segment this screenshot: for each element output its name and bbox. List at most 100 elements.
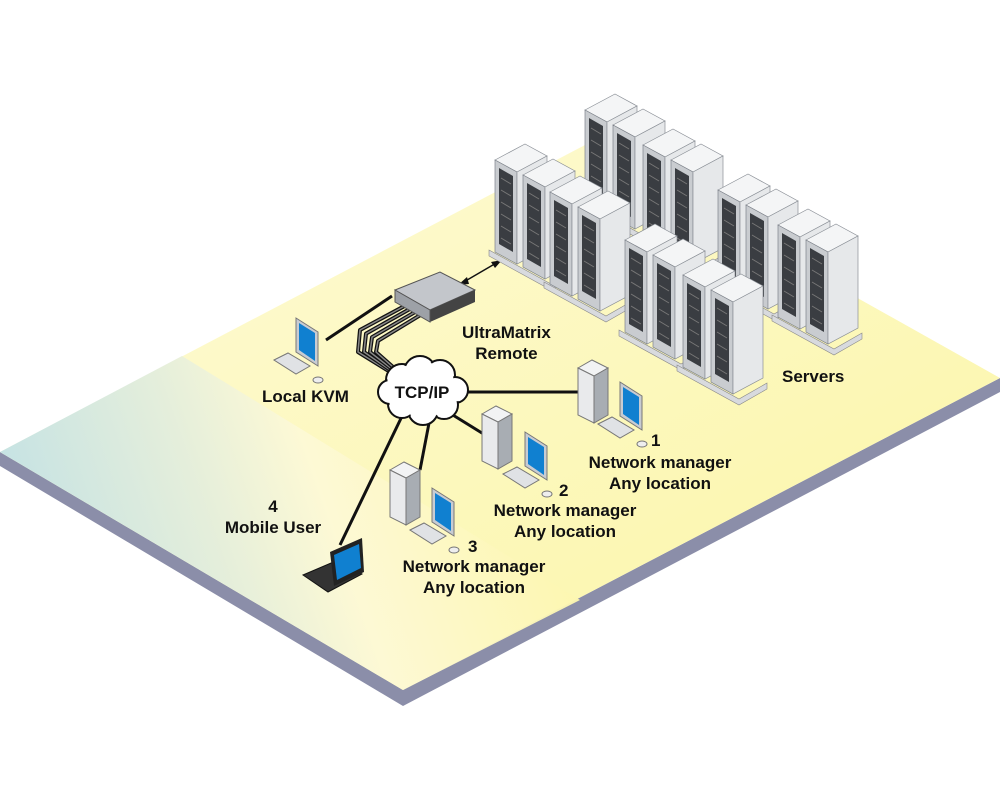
rack-slot <box>716 343 728 351</box>
cloud-fill-center <box>395 378 450 403</box>
cables <box>325 260 590 546</box>
manager-2-line1: Network manager <box>493 501 637 520</box>
rack-slot <box>648 162 660 170</box>
rack-slot <box>500 237 512 245</box>
server-rack <box>805 223 859 345</box>
rack-slot <box>658 332 670 340</box>
manager-1-line1: Network manager <box>588 453 732 472</box>
manager-2-label: Network manager Any location <box>485 500 645 542</box>
rack-slot <box>555 209 567 217</box>
manager-2-tower-side <box>497 413 513 470</box>
rack-slot <box>528 228 540 236</box>
rack-slot <box>716 319 728 327</box>
manager-1-tower-front <box>577 367 595 424</box>
manager-3-cable <box>418 417 432 471</box>
manager-2-screen <box>528 437 544 475</box>
rack-slot <box>688 316 700 324</box>
switch-cable-core <box>369 306 425 379</box>
rack-slot <box>716 355 728 363</box>
manager-2-mouse <box>541 490 553 498</box>
rack-slot <box>716 331 728 339</box>
rack-slot <box>500 201 512 209</box>
rack-slot <box>751 222 763 230</box>
server-rack <box>710 273 764 395</box>
rack-slot <box>811 269 823 277</box>
rack-base <box>676 364 768 406</box>
rack-slot <box>688 292 700 300</box>
rack-slot <box>528 192 540 200</box>
switch-label: UltraMatrix Remote <box>462 322 551 364</box>
rack-slot <box>648 198 660 206</box>
manager-2-number: 2 <box>559 481 569 500</box>
manager-3-line1: Network manager <box>402 557 546 576</box>
rack-slot <box>658 320 670 328</box>
rack-slot <box>688 352 700 360</box>
rack-slot <box>630 257 642 265</box>
rack-slot <box>618 178 630 186</box>
rack-slot <box>528 204 540 212</box>
rack-slot <box>676 177 688 185</box>
rack-slot <box>583 272 595 280</box>
switch-label-line2: Remote <box>475 344 538 363</box>
rack-slot <box>658 284 670 292</box>
rack-slot <box>500 177 512 185</box>
rack-slot <box>583 248 595 256</box>
rack-slot <box>811 257 823 265</box>
manager-3-number: 3 <box>468 537 478 556</box>
rack-slot <box>555 257 567 265</box>
local-kvm-screen <box>299 323 315 361</box>
laptop-screen <box>334 544 361 580</box>
rack-slot <box>783 302 795 310</box>
rack-slot <box>618 154 630 162</box>
manager-1-line2: Any location <box>608 474 711 493</box>
rack-slot <box>618 190 630 198</box>
rack-slot <box>630 281 642 289</box>
rack-slot <box>811 317 823 325</box>
servers-label: Servers <box>782 367 845 386</box>
rack-slot <box>811 305 823 313</box>
manager-1-label: Network manager Any location <box>580 452 740 494</box>
rack-slot <box>783 290 795 298</box>
rack-slot <box>751 246 763 254</box>
rack-slot <box>688 340 700 348</box>
rack-slot <box>688 304 700 312</box>
rack-base <box>771 314 863 356</box>
rack-slot <box>500 213 512 221</box>
switch-front <box>394 289 431 323</box>
manager-1-number: 1 <box>651 431 661 450</box>
local-kvm-keyboard <box>272 352 311 375</box>
rack-slot <box>658 272 670 280</box>
server-rack <box>577 190 631 312</box>
manager-3-line2: Any location <box>422 578 525 597</box>
rack-slot <box>751 234 763 242</box>
tcp-ip-label: TCP/IP <box>395 383 450 402</box>
switch-cable-core <box>363 303 419 379</box>
rack-slot <box>555 245 567 253</box>
rack-slot <box>676 213 688 221</box>
tcp-ip-cloud: TCP/IP <box>377 355 469 426</box>
floor-blue-zone <box>0 356 580 690</box>
rack-slot <box>630 269 642 277</box>
rack-slot <box>500 225 512 233</box>
rack-slot <box>723 219 735 227</box>
mobile-user-label: 4 Mobile User <box>218 496 328 538</box>
rack-slot <box>723 231 735 239</box>
rack-slot <box>658 308 670 316</box>
manager-3-keyboard <box>408 522 447 545</box>
rack-slot <box>528 240 540 248</box>
mobile-cable <box>338 409 407 546</box>
mobile-user-number: 4 <box>268 497 278 516</box>
rack-slot <box>630 305 642 313</box>
manager-3-tower-front <box>389 469 407 526</box>
rack-slot <box>500 189 512 197</box>
rack-slot <box>676 225 688 233</box>
rack-slot <box>555 221 567 229</box>
mobile-user-name: Mobile User <box>224 518 322 537</box>
manager-3-label: Network manager Any location <box>394 556 554 598</box>
rack-slot <box>716 307 728 315</box>
rack-slot <box>723 243 735 251</box>
local-kvm-mouse <box>312 376 324 384</box>
rack-slot <box>630 293 642 301</box>
